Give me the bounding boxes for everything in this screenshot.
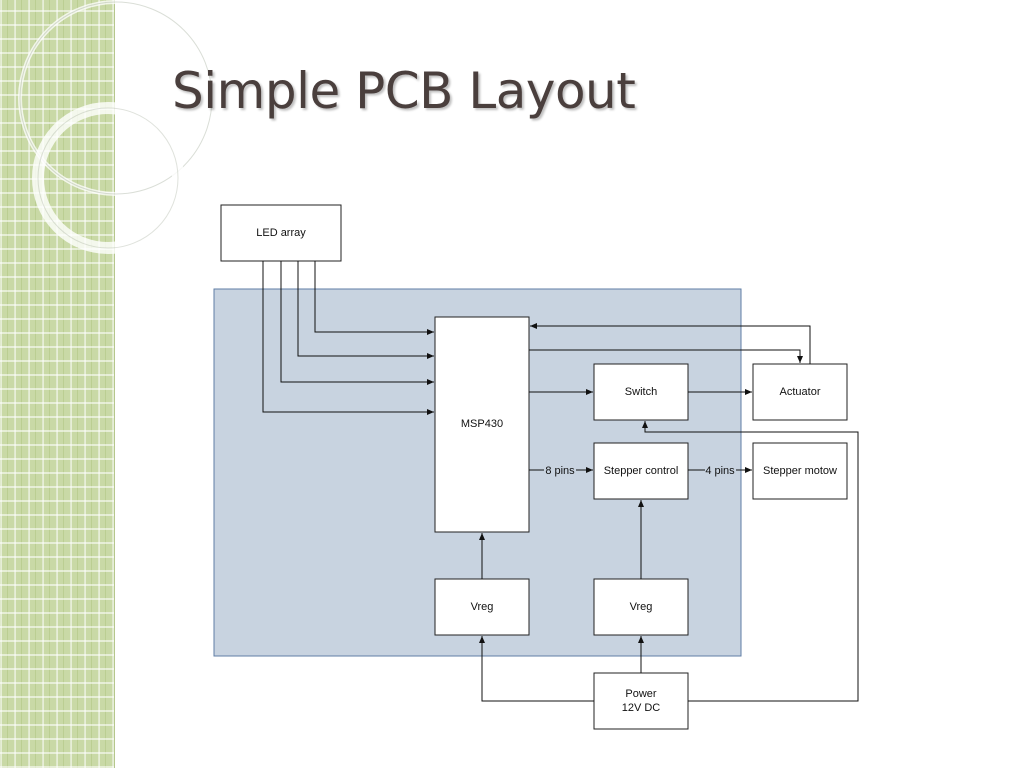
- actuator-to-mcu-line: [530, 323, 811, 364]
- led-to-mcu-line-4: [262, 261, 434, 415]
- switch-label: Switch: [625, 386, 657, 398]
- vreg-right-box: [593, 578, 689, 636]
- msp430-box: [434, 316, 530, 533]
- power-to-vreg-left-line: [479, 636, 594, 702]
- led-to-mcu-line-1: [314, 261, 434, 335]
- power-box: [593, 672, 689, 730]
- stepper-motor-box: [752, 442, 848, 500]
- led-to-mcu-line-3: [280, 261, 434, 385]
- vreg-left-label: Vreg: [471, 601, 494, 613]
- stepper-to-motor-edge-label: 4 pins: [705, 465, 735, 477]
- mcu-to-actuator-line: [529, 349, 803, 363]
- led-array-box: [220, 204, 342, 262]
- power-label-line2: 12V DC: [622, 702, 661, 714]
- power-to-switch-line: [642, 421, 859, 702]
- decorative-rings: [18, 0, 214, 254]
- msp430-label: MSP430: [461, 418, 503, 430]
- led-to-mcu-line-2: [297, 261, 434, 359]
- slide-title: Simple PCB Layout: [172, 62, 636, 120]
- switch-box: [593, 363, 689, 421]
- led-array-label: LED array: [256, 227, 306, 239]
- vreg-right-label: Vreg: [630, 601, 653, 613]
- stepper-control-label: Stepper control: [604, 465, 679, 477]
- power-label-line1: Power: [625, 688, 657, 700]
- vreg-left-box: [434, 578, 530, 636]
- stepper-motor-label: Stepper motow: [763, 465, 837, 477]
- stepper-control-box: [593, 442, 689, 500]
- mcu-to-stepper-edge-label: 8 pins: [545, 465, 575, 477]
- actuator-box: [752, 363, 848, 421]
- actuator-label: Actuator: [780, 386, 821, 398]
